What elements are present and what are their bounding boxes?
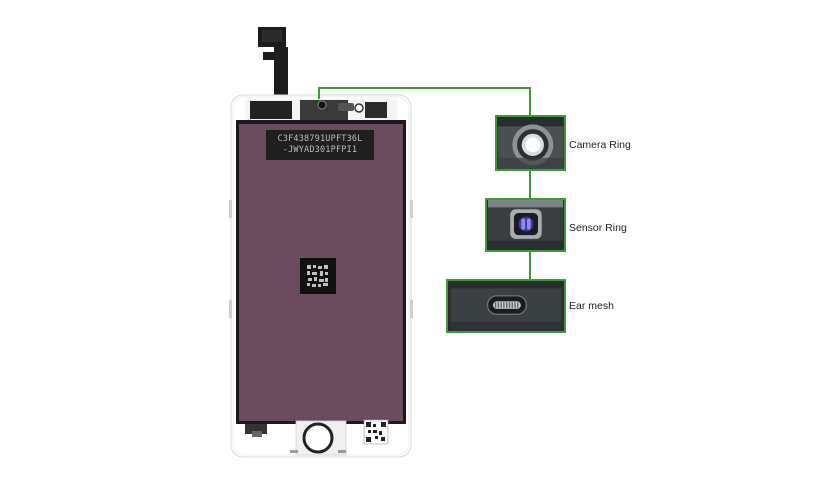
serial-sticker: [266, 130, 374, 160]
camera-ring-image: [497, 117, 564, 169]
sensor-ring-detail: [485, 198, 566, 252]
sensor-ring-label: Sensor Ring: [569, 222, 627, 234]
serial-number: C3F438791UPFT36L -JWYAD301PFPI1: [266, 130, 374, 160]
camera-ring-label: Camera Ring: [569, 139, 631, 151]
center-qr-chip: [300, 258, 336, 294]
connector-drop: [318, 87, 320, 99]
home-button-ring: [302, 422, 334, 454]
ear-mesh-label: Ear mesh: [569, 300, 614, 312]
connector-horizontal: [319, 87, 530, 89]
ear-mesh-image: [450, 281, 562, 331]
serial-line-2: -JWYAD301PFPI1: [282, 145, 358, 155]
serial-line-1: C3F438791UPFT36L: [277, 134, 363, 144]
camera-ring-detail: [495, 115, 566, 171]
connector-vertical: [529, 87, 531, 280]
sensor-ring-image: [488, 200, 563, 250]
front-camera-hole: [317, 100, 327, 110]
ear-mesh-detail: [446, 279, 566, 333]
